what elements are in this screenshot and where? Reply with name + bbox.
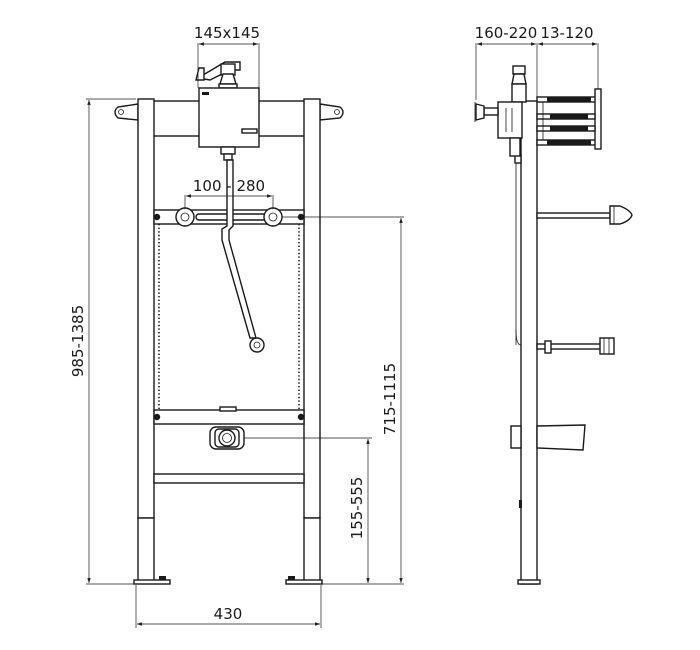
connection-knob-right (263, 207, 283, 227)
right-foot (285, 576, 323, 585)
valve-box (195, 61, 260, 161)
dim-connection-spacing: 100 - 280 (193, 177, 265, 195)
side-pipe-fitting (536, 337, 615, 355)
dim-inlet-height: 715-1115 (381, 363, 399, 435)
left-foot (133, 576, 171, 585)
left-leg (137, 517, 155, 583)
right-leg (303, 517, 321, 583)
rear-clamp-unit (536, 88, 602, 150)
right-upright (303, 98, 321, 519)
drain-outlet (209, 426, 245, 450)
side-upright (520, 100, 538, 585)
connection-knob-left (175, 207, 195, 227)
dim-offset-range: 13-120 (540, 24, 593, 42)
front-view (114, 61, 344, 585)
dim-frame-width: 430 (214, 605, 243, 623)
mounting-lug-right (319, 103, 344, 121)
flush-pipe-outlet (249, 337, 265, 353)
dim-total-height: 985-1385 (69, 305, 87, 377)
side-inlet-arm (536, 205, 633, 225)
bottom-bar (153, 473, 305, 484)
dim-depth-range: 160-220 (475, 24, 538, 42)
dimension-lines (86, 42, 599, 628)
side-view (474, 65, 633, 585)
side-drain (510, 424, 586, 451)
dim-outlet-height: 155-555 (348, 477, 366, 540)
side-valve-box (474, 65, 527, 157)
lower-bar (153, 409, 305, 425)
dim-valve-box: 145x145 (194, 24, 260, 42)
left-upright (137, 98, 155, 519)
mounting-lug-left (114, 103, 139, 121)
